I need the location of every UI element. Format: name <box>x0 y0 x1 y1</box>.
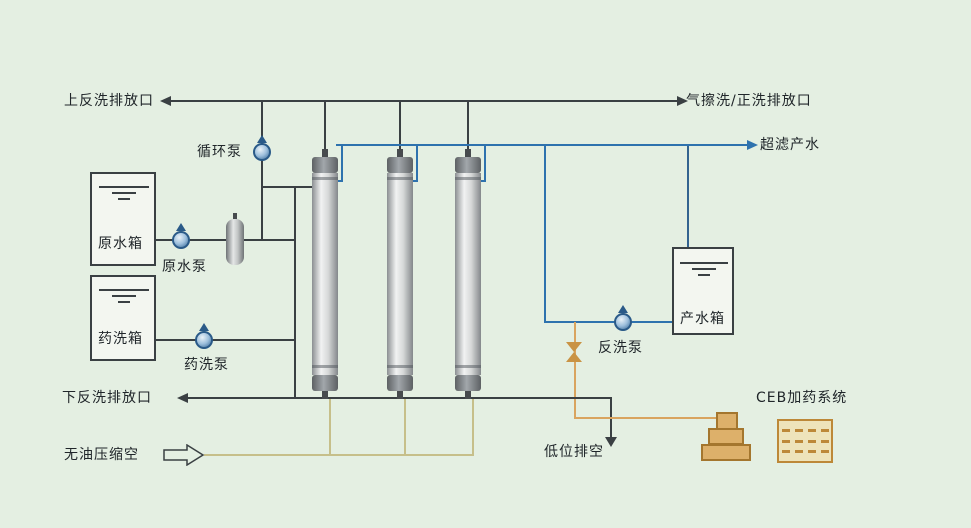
pipe-product-water-header <box>336 144 748 146</box>
module-ring-icon <box>387 365 413 368</box>
label-circulation-pump: 循环泵 <box>197 144 242 160</box>
circulation-pump-icon <box>253 143 271 161</box>
label-raw-water-pump: 原水泵 <box>162 259 207 275</box>
backwash-pump-port-icon <box>618 305 628 313</box>
label-low-point-drain: 低位排空 <box>544 444 604 460</box>
water-level-icon <box>112 295 136 297</box>
pipe-backwash-suction <box>544 321 672 323</box>
pipe-chemical-feed <box>155 339 295 341</box>
raw-water-tank: 原水箱 <box>90 172 156 266</box>
chemical-wash-tank: 药洗箱 <box>90 275 156 361</box>
pipe-air-header <box>204 454 474 456</box>
pipe-module1-filtrate <box>341 144 343 182</box>
water-level-icon <box>118 198 130 200</box>
module-top-nozzle-icon <box>397 149 403 157</box>
pipe-module1-filtrate-stub <box>337 180 343 182</box>
water-level-icon <box>99 289 149 291</box>
module-ring-icon <box>455 365 481 368</box>
ceb-skid-block-icon <box>701 444 751 461</box>
feed-vessel-stub-icon <box>233 213 237 220</box>
module-bottom-cap-icon <box>387 375 413 391</box>
pipe-circulation-branch <box>262 186 314 188</box>
water-level-icon <box>99 186 149 188</box>
arrow-right-air-scrub-icon <box>677 96 688 106</box>
arrow-right-product-water-icon <box>747 140 758 150</box>
ceb-dosing-panel-icon <box>777 419 833 463</box>
chemical-wash-pump-icon <box>195 331 213 349</box>
water-level-icon <box>118 301 130 303</box>
chemical-wash-tank-label: 药洗箱 <box>98 331 143 347</box>
chemical-wash-pump-port-icon <box>199 323 209 331</box>
product-water-tank: 产水箱 <box>672 247 734 335</box>
label-chemical-wash-pump: 药洗泵 <box>184 357 229 373</box>
pipe-ceb-run <box>574 417 716 419</box>
module-body-icon <box>312 173 338 375</box>
pipe-feed-riser <box>294 186 296 399</box>
product-water-tank-label: 产水箱 <box>680 311 725 327</box>
module-body-icon <box>455 173 481 375</box>
module-body-icon <box>387 173 413 375</box>
label-ceb-dosing-system: CEB加药系统 <box>756 390 848 406</box>
label-uf-product-water: 超滤产水 <box>760 137 820 153</box>
arrow-down-low-drain-icon <box>605 437 617 447</box>
ceb-skid-block-icon <box>708 428 744 445</box>
pipe-product-tank-inlet <box>687 146 689 250</box>
pipe-module3-filtrate <box>484 144 486 182</box>
module-bottom-nozzle-icon <box>322 391 328 399</box>
water-level-icon <box>680 262 728 264</box>
raw-water-pump-icon <box>172 231 190 249</box>
ceb-valve-icon <box>566 342 582 352</box>
pipe-top-backwash-header <box>170 100 678 102</box>
water-level-icon <box>112 192 136 194</box>
module-ring-icon <box>312 177 338 180</box>
pipe-module2-top <box>399 102 401 150</box>
pipe-module1-top <box>324 102 326 150</box>
module-ring-icon <box>455 177 481 180</box>
water-level-icon <box>698 274 710 276</box>
uf-module-1 <box>312 149 338 399</box>
pipe-air-module2 <box>404 399 406 455</box>
module-ring-icon <box>312 365 338 368</box>
module-bottom-cap-icon <box>455 375 481 391</box>
pipe-air-module3 <box>472 399 474 455</box>
module-top-cap-icon <box>387 157 413 173</box>
pipe-raw-water-feed <box>155 239 295 241</box>
uf-module-2 <box>387 149 413 399</box>
module-bottom-nozzle-icon <box>465 391 471 399</box>
module-top-cap-icon <box>455 157 481 173</box>
pipe-module2-filtrate-stub <box>412 180 418 182</box>
label-backwash-pump: 反洗泵 <box>598 340 643 356</box>
module-top-cap-icon <box>312 157 338 173</box>
module-top-nozzle-icon <box>322 149 328 157</box>
pipe-backwash-riser <box>544 144 546 322</box>
backwash-pump-icon <box>614 313 632 331</box>
label-oil-free-compressed-air: 无油压缩空 <box>64 447 139 463</box>
circulation-pump-port-icon <box>257 135 267 143</box>
label-bottom-backwash-outlet: 下反洗排放口 <box>62 390 152 406</box>
pipe-module3-filtrate-stub <box>480 180 486 182</box>
uf-module-3 <box>455 149 481 399</box>
pipe-module2-filtrate <box>416 144 418 182</box>
raw-water-tank-label: 原水箱 <box>98 236 143 252</box>
pipe-ceb-riser <box>574 322 576 418</box>
module-top-nozzle-icon <box>465 149 471 157</box>
module-ring-icon <box>387 177 413 180</box>
arrow-left-bottom-backwash-icon <box>177 393 188 403</box>
module-bottom-nozzle-icon <box>397 391 403 399</box>
feed-vessel-icon <box>226 219 244 265</box>
water-level-icon <box>692 268 716 270</box>
pipe-air-module1 <box>329 399 331 455</box>
label-air-scrub-forward-wash-outlet: 气擦洗/正洗排放口 <box>686 93 812 109</box>
pipe-module3-top <box>467 102 469 150</box>
raw-water-pump-port-icon <box>176 223 186 231</box>
pipe-circulation-riser <box>261 102 263 240</box>
module-bottom-cap-icon <box>312 375 338 391</box>
label-top-backwash-outlet: 上反洗排放口 <box>64 93 154 109</box>
ceb-valve-icon <box>566 352 582 362</box>
hollow-arrow-compressed-air-icon <box>163 444 205 466</box>
arrow-left-top-backwash-icon <box>160 96 171 106</box>
